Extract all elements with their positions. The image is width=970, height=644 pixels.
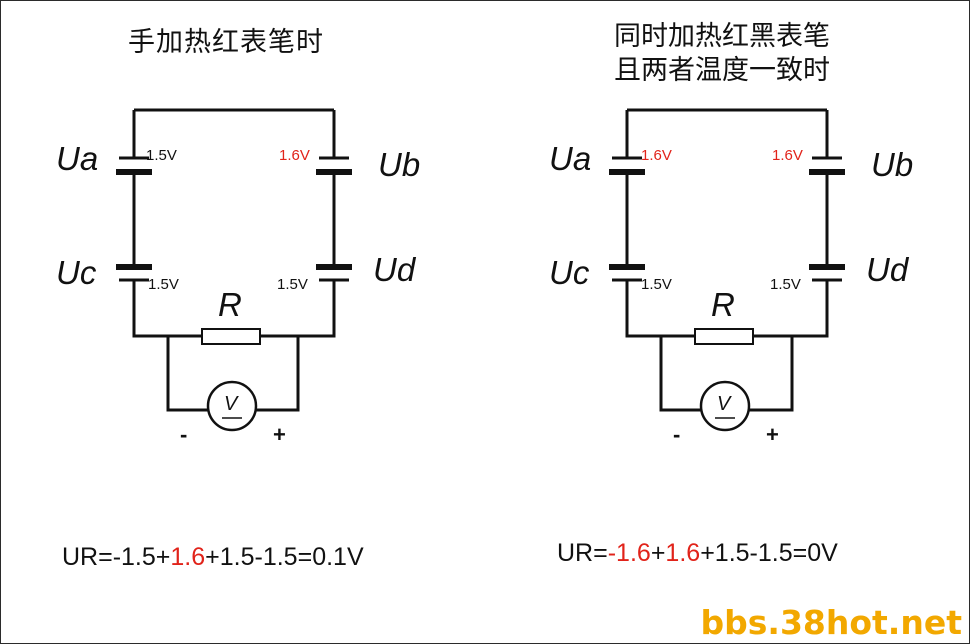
right-label-uc: Uc — [549, 254, 590, 291]
right-batteries — [609, 156, 845, 282]
right-title: 同时加热红黑表笔 且两者温度一致时 — [614, 20, 830, 88]
right-volt-ud: 1.5V — [770, 276, 801, 293]
right-volt-ub: 1.6V — [772, 147, 803, 164]
left-label-uc: Uc — [56, 254, 97, 291]
watermark: bbs.38hot.net — [700, 603, 962, 642]
right-plus-sign: + — [766, 422, 779, 447]
left-label-ud: Ud — [373, 251, 416, 288]
left-minus-sign: - — [180, 422, 188, 447]
left-volt-uc: 1.5V — [148, 276, 179, 293]
left-label-ub: Ub — [378, 146, 421, 183]
right-label-r: R — [711, 286, 735, 323]
right-voltmeter — [699, 380, 751, 432]
left-voltmeter-label: V — [224, 393, 238, 415]
left-volt-ub: 1.6V — [279, 147, 310, 164]
left-voltmeter — [206, 380, 258, 432]
left-volt-ua: 1.5V — [146, 147, 177, 164]
right-voltmeter-label: V — [717, 393, 731, 415]
left-label-r: R — [218, 286, 242, 323]
right-formula-part5: +1.5-1.5=0V — [700, 539, 838, 567]
left-circuit — [132, 108, 336, 412]
left-title: 手加热红表笔时 — [128, 27, 324, 58]
right-formula-part3: + — [650, 539, 666, 567]
left-wire-left-3 — [132, 280, 202, 338]
right-label-ub: Ub — [871, 146, 914, 183]
right-label-ua: Ua — [549, 140, 592, 177]
left-formula-part1: UR=-1.5+ — [62, 543, 171, 571]
right-minus-sign: - — [673, 422, 681, 447]
left-volt-ud: 1.5V — [277, 276, 308, 293]
right-volt-ua: 1.6V — [641, 147, 672, 164]
left-wire-right-3 — [260, 280, 336, 338]
right-formula: UR=-1.6+1.6+1.5-1.5=0V — [557, 539, 838, 568]
right-title-line1: 同时加热红黑表笔 — [614, 21, 830, 52]
left-resistor — [201, 328, 261, 345]
left-meter-wire — [166, 336, 300, 412]
right-meter-wire — [659, 336, 794, 412]
left-plus-sign: + — [273, 422, 286, 447]
left-formula: UR=-1.5+1.6+1.5-1.5=0.1V — [62, 543, 364, 572]
right-title-line2: 且两者温度一致时 — [614, 55, 830, 86]
right-resistor — [694, 328, 754, 345]
left-formula-part3: +1.5-1.5=0.1V — [205, 543, 364, 571]
left-formula-part2: 1.6 — [170, 543, 206, 571]
right-wire-right-3 — [753, 280, 829, 338]
left-label-ua: Ua — [56, 140, 99, 177]
right-formula-part2: -1.6 — [607, 539, 651, 567]
right-label-ud: Ud — [866, 251, 909, 288]
right-wire-left-3 — [625, 280, 695, 338]
right-formula-part4: 1.6 — [665, 539, 701, 567]
right-volt-uc: 1.5V — [641, 276, 672, 293]
right-circuit — [625, 108, 829, 412]
right-formula-part1: UR= — [557, 539, 608, 567]
left-batteries — [116, 156, 352, 282]
